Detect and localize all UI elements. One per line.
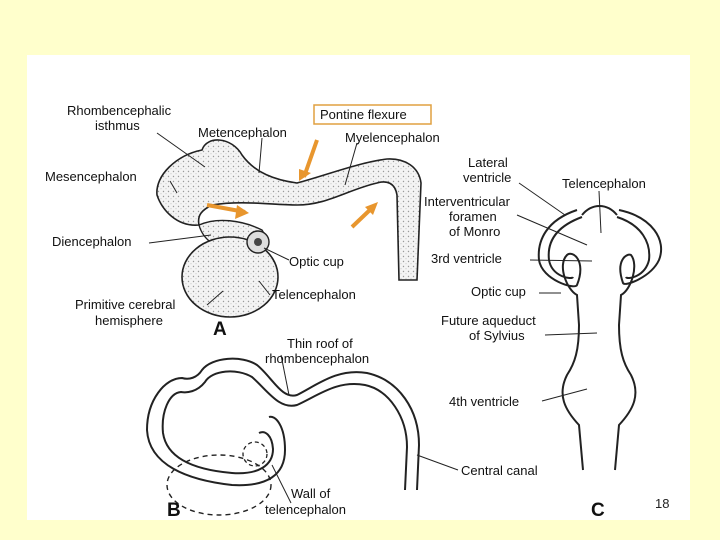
panel-c-ventricles [516,182,663,471]
label-isthmus: isthmus [95,118,140,133]
label-diencephalon: Diencephalon [52,234,132,249]
panel-letter-a: A [213,319,227,340]
panel-letter-b: B [167,500,181,520]
label-hemisphere: hemisphere [95,313,163,328]
right-inner-c [616,216,651,279]
label-primitive-cerebral: Primitive cerebral [75,297,176,312]
labels: Rhombencephalic isthmus Pontine flexure … [45,103,646,517]
label-ventricle: ventricle [463,170,511,185]
panel-letter-c: C [591,500,605,520]
label-interventricular: Interventricular [424,194,511,209]
label-telencephalon-b: telencephalon [265,502,346,517]
brain-diagram: Rhombencephalic isthmus Pontine flexure … [45,103,663,520]
slide-number: 18 [655,496,670,511]
panel-a-brain [148,104,432,318]
embryology-figure: Rhombencephalic isthmus Pontine flexure … [27,55,690,520]
label-wall-of: Wall of [291,486,331,501]
label-of-sylvius: of Sylvius [469,328,525,343]
label-central-canal: Central canal [461,463,538,478]
right-wall-c [614,209,663,471]
label-lateral: Lateral [468,155,508,170]
outer-wall-b [145,357,421,491]
label-myelencephalon: Myelencephalon [345,130,440,145]
optic-dashed [242,441,268,467]
label-optic-cup-c: Optic cup [471,284,526,299]
brain-tube-upper [156,139,422,281]
cerebral-hemisphere [181,236,279,318]
left-wall-c [537,209,584,471]
label-telencephalon-c: Telencephalon [562,176,646,191]
label-rhombencephalon: rhombencephalon [265,351,369,366]
label-mesencephalon: Mesencephalon [45,169,137,184]
label-pontine-flexure: Pontine flexure [320,107,407,122]
label-foramen: foramen [449,209,497,224]
label-thin-roof: Thin roof of [287,336,353,351]
label-telencephalon-a: Telencephalon [272,287,356,302]
panel-b-sagittal [145,354,459,516]
label-rhombencephalic: Rhombencephalic [67,103,172,118]
label-4th-ventricle: 4th ventricle [449,394,519,409]
flexure-arrows [206,139,378,229]
label-of-monro: of Monro [449,224,500,239]
pontine-flexure-box [313,104,432,125]
label-3rd-ventricle: 3rd ventricle [431,251,502,266]
label-metencephalon: Metencephalon [198,125,287,140]
label-optic-cup-a: Optic cup [289,254,344,269]
label-future-aqueduct: Future aqueduct [441,313,536,328]
left-inner-c [547,216,583,279]
inner-wall-b [161,370,409,491]
telencephalon-wall-dashed [166,454,272,516]
